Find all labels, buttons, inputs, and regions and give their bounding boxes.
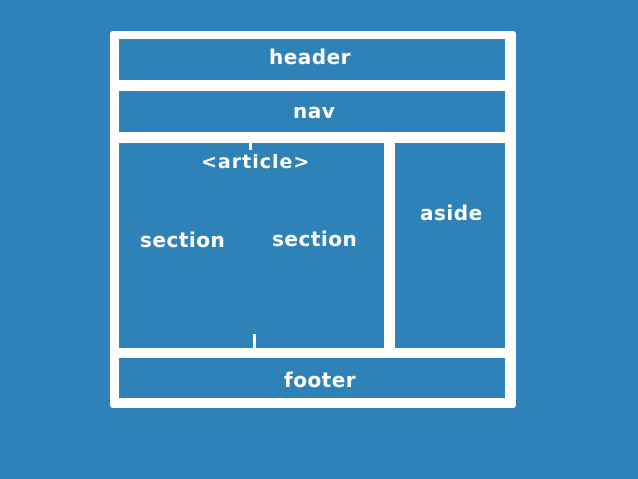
section-divider-top-tick — [249, 143, 252, 150]
nav-region — [119, 91, 505, 132]
nav-label: nav — [293, 99, 336, 123]
header-region — [119, 39, 505, 80]
footer-region — [119, 358, 505, 398]
section-left-label: section — [140, 228, 226, 252]
footer-label: footer — [284, 368, 357, 392]
article-label: <article> — [201, 151, 311, 173]
section-right-label: section — [272, 227, 358, 251]
header-label: header — [269, 45, 352, 69]
article-region — [119, 143, 384, 348]
section-divider-bottom-tick — [253, 334, 256, 348]
aside-region — [395, 143, 505, 348]
aside-label: aside — [420, 201, 483, 225]
